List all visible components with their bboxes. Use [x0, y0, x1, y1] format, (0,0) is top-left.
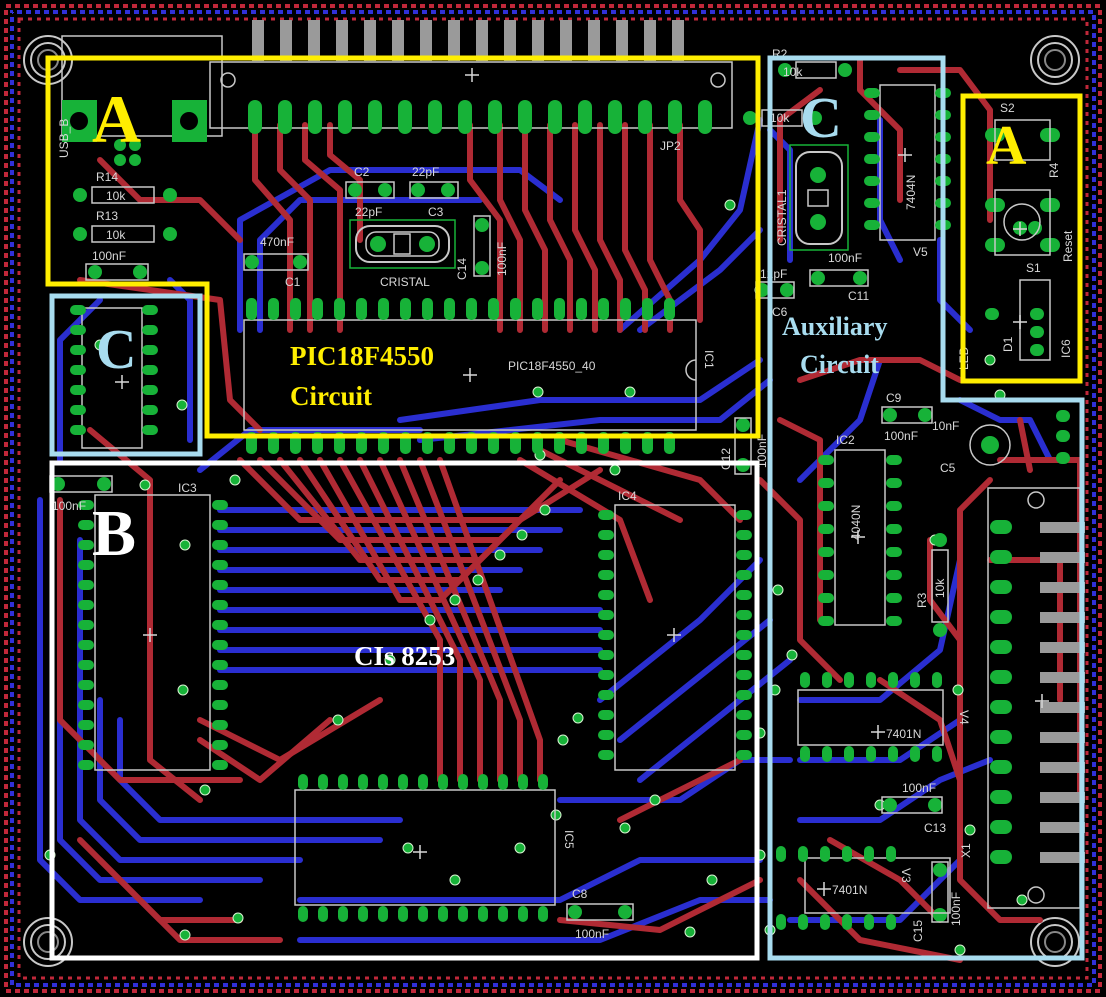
label-7401a: 7401N — [886, 727, 921, 741]
label-x1: X1 — [959, 843, 973, 858]
label-s1: S1 — [1026, 261, 1041, 275]
reset-switch — [969, 119, 1051, 466]
label-c8: C8 — [572, 887, 588, 901]
label-7404: 7404N — [904, 175, 918, 210]
edge-connector-x1 — [987, 487, 1085, 909]
usb-connector — [61, 35, 223, 166]
section-c-top-letter: C — [800, 85, 842, 150]
label-ic5: IC5 — [562, 830, 576, 849]
label-c1-val: 470nF — [260, 235, 294, 249]
header-jp2 — [209, 20, 733, 134]
label-pic: PIC18F4550_40 — [508, 359, 596, 373]
board-border — [4, 4, 1102, 993]
label-v5: V5 — [913, 245, 928, 259]
label-r3-val: 10k — [933, 578, 947, 598]
label-c-ic3-val: 100nF — [52, 499, 86, 513]
label-c15: C15 — [911, 920, 925, 942]
label-ic1: IC1 — [702, 350, 716, 369]
small-components — [51, 63, 1042, 922]
label-7401b: 7401N — [832, 883, 867, 897]
label-c14-val: 100nF — [495, 242, 509, 276]
label-c15-val: 100nF — [949, 892, 963, 926]
crystal-aux — [789, 144, 849, 251]
component-outlines — [49, 61, 949, 923]
label-cristal: CRISTAL — [380, 275, 430, 289]
label-s2: S2 — [1000, 101, 1015, 115]
label-r14-val: 10k — [106, 189, 126, 203]
section-b-outline — [49, 460, 760, 961]
dip-pins — [70, 88, 1070, 930]
label-c1: C1 — [285, 275, 301, 289]
label-c-usb: 100nF — [92, 249, 126, 263]
origin-markers — [115, 68, 1049, 896]
top-layer-traces — [57, 57, 1083, 963]
pic-circuit-title-line2: Circuit — [290, 381, 372, 411]
crystal-main — [349, 219, 456, 269]
label-r2-val: 10k — [783, 65, 803, 79]
label-c3: C3 — [428, 205, 444, 219]
label-c3-top: 22pF — [412, 165, 439, 179]
label-ic4: IC4 — [618, 489, 637, 503]
section-c-top-outline — [767, 55, 1085, 961]
label-reset: Reset — [1061, 230, 1075, 262]
cis-8253-title: CIs 8253 — [354, 641, 455, 671]
label-c12: C12 — [719, 448, 733, 470]
label-c8-val: 100nF — [575, 927, 609, 941]
vias — [44, 199, 1028, 956]
section-a-left-letter: A — [92, 81, 141, 157]
label-r13-val: 10k — [106, 228, 126, 242]
label-usb: USB_B — [57, 119, 71, 158]
section-a-right-letter: A — [986, 115, 1027, 177]
label-r1-val: 10k — [770, 111, 790, 125]
label-r4: R4 — [1047, 162, 1061, 178]
label-cristal1: CRISTAL1 — [775, 189, 789, 246]
pic-circuit-title-line1: PIC18F4550 — [290, 341, 434, 371]
label-ic2: IC2 — [836, 433, 855, 447]
section-a-right-outline — [960, 93, 1083, 384]
section-c-left-letter: C — [96, 319, 136, 381]
label-c5: C5 — [940, 461, 956, 475]
label-r13: R13 — [96, 209, 118, 223]
aux-circuit-title-line2: Circuit — [800, 350, 879, 379]
label-r3: R3 — [915, 592, 929, 608]
label-c2-val: 22pF — [355, 205, 382, 219]
label-c14: C14 — [455, 258, 469, 280]
label-c13-val: 100nF — [902, 781, 936, 795]
label-c13: C13 — [924, 821, 946, 835]
section-c-left-outline — [49, 293, 203, 457]
dip-chips — [81, 84, 951, 914]
label-v4: V4 — [957, 710, 971, 725]
capacitor-c5 — [981, 436, 999, 454]
section-a-left-outline — [45, 55, 761, 439]
label-d1: D1 — [1001, 336, 1015, 352]
label-c11: C11 — [848, 289, 869, 303]
label-v3: V3 — [899, 868, 913, 883]
label-c6-val: 12pF — [760, 267, 787, 281]
label-r14: R14 — [96, 170, 118, 184]
section-b-letter: B — [92, 497, 136, 570]
label-4040: 4040N — [849, 505, 863, 540]
label-c9-val: 100nF — [884, 429, 918, 443]
label-jp2: JP2 — [660, 139, 681, 153]
label-c9: C9 — [886, 391, 902, 405]
label-ic6: IC6 — [1059, 339, 1073, 358]
label-c6: C6 — [772, 305, 788, 319]
label-ic3: IC3 — [178, 481, 197, 495]
label-c2: C2 — [354, 165, 370, 179]
label-c10-val: 10nF — [932, 419, 959, 433]
label-c11-val: 100nF — [828, 251, 862, 265]
label-c12-val: 100nF — [755, 434, 769, 468]
aux-circuit-title-line1: Auxiliary — [782, 312, 887, 341]
